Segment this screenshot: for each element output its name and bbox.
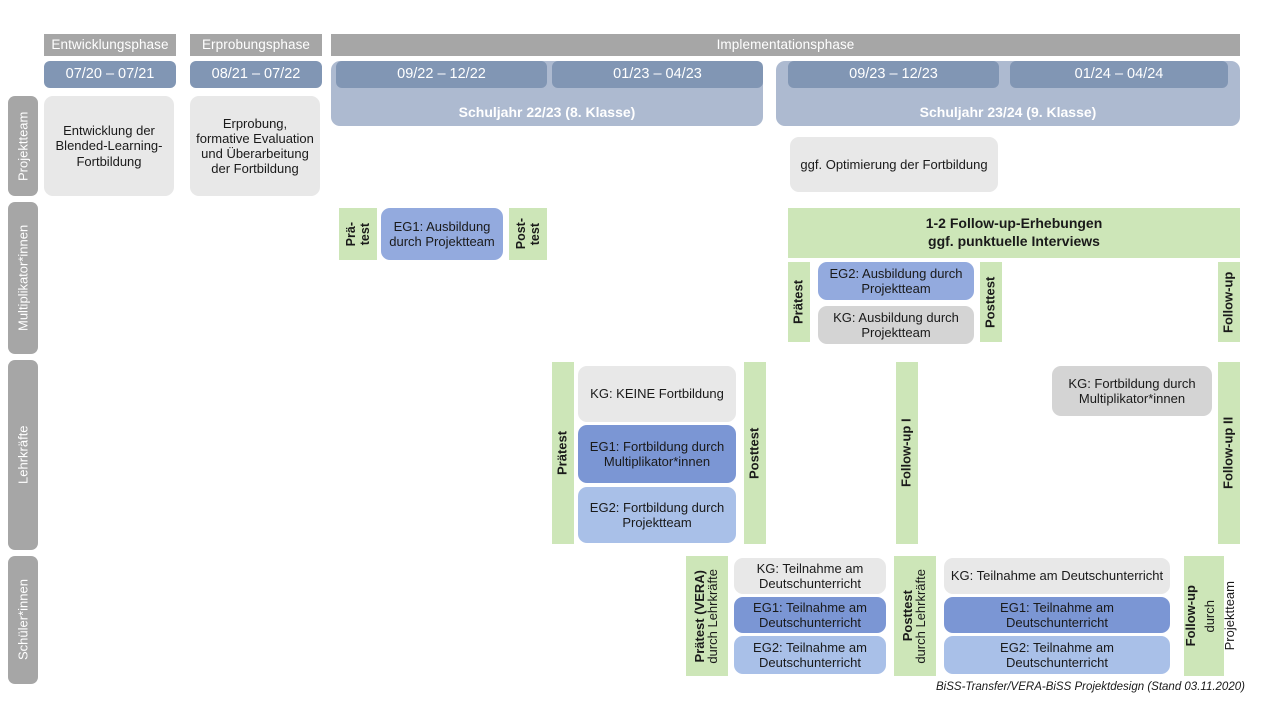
- lehrkraefte-praetest: Prätest: [552, 362, 574, 544]
- schueler-followup-sub2: Projektteam: [1222, 581, 1237, 651]
- period-chip-0923-1223: 09/23 – 12/23: [788, 61, 999, 88]
- projektteam-box-entwicklung: Entwicklung der Blended-Learning-Fortbil…: [44, 96, 174, 196]
- lehrkraefte-box-kg-right: KG: Fortbildung durch Multiplikator*inne…: [1052, 366, 1212, 416]
- period-chip-0123-0423: 01/23 – 04/23: [552, 61, 763, 88]
- praetest-line1: Prä-: [344, 221, 358, 247]
- row-label-projektteam: Projektteam: [8, 96, 38, 196]
- schueler-praetest-sub: durch Lehrkräfte: [705, 568, 720, 664]
- lehrkraefte-posttest: Posttest: [744, 362, 766, 544]
- lehrkraefte-followup-2: Follow-up II: [1218, 362, 1240, 544]
- lehrkraefte-followup-1: Follow-up I: [896, 362, 918, 544]
- schueler-left-box-eg2: EG2: Teilnahme am Deutschunterricht: [734, 636, 886, 674]
- phase-bar-entwicklungsphase: Entwicklungsphase: [44, 34, 176, 56]
- row-label-schuelerinnen: Schüler*innen: [8, 556, 38, 684]
- schueler-left-box-kg: KG: Teilnahme am Deutschunterricht: [734, 558, 886, 594]
- multiplikatoren-posttest-2: Posttest: [980, 262, 1002, 342]
- schueler-right-box-eg2: EG2: Teilnahme am Deutschunterricht: [944, 636, 1170, 674]
- multiplikatoren-followup-2: Follow-up: [1218, 262, 1240, 342]
- row-label-multiplikatorinnen: Multiplikator*innen: [8, 202, 38, 354]
- multiplikatoren-box-kg: KG: Ausbildung durch Projektteam: [818, 306, 974, 344]
- multiplikatoren-praetest-1: Prä- test: [339, 208, 377, 260]
- lehrkraefte-box-eg2: EG2: Fortbildung durch Projektteam: [578, 487, 736, 543]
- schueler-left-box-eg1: EG1: Teilnahme am Deutschunterricht: [734, 597, 886, 633]
- schueler-right-box-kg: KG: Teilnahme am Deutschunterricht: [944, 558, 1170, 594]
- schueler-posttest-sub: durch Lehrkräfte: [913, 568, 928, 664]
- multiplikatoren-posttest-1: Post- test: [509, 208, 547, 260]
- followup-banner-line2: ggf. punktuelle Interviews: [928, 233, 1100, 249]
- schueler-praetest-vera: Prätest (VERA) durch Lehrkräfte: [686, 556, 728, 676]
- schueler-followup-main: Follow-up: [1183, 585, 1198, 647]
- phase-bar-erprobungsphase: Erprobungsphase: [190, 34, 322, 56]
- schueler-posttest: Posttest durch Lehrkräfte: [894, 556, 936, 676]
- row-label-lehrkraefte: Lehrkräfte: [8, 360, 38, 550]
- multiplikatoren-followup-banner: 1-2 Follow-up-Erhebungen ggf. punktuelle…: [788, 208, 1240, 258]
- projektteam-box-erprobung: Erprobung, formative Evaluation und Über…: [190, 96, 320, 196]
- period-chip-0821-0722: 08/21 – 07/22: [190, 61, 322, 88]
- schueler-followup-label: Follow-up durch Projektteam: [1183, 556, 1258, 676]
- lehrkraefte-box-kg: KG: KEINE Fortbildung: [578, 366, 736, 422]
- multiplikatoren-box-eg2: EG2: Ausbildung durch Projektteam: [818, 262, 974, 300]
- posttest-line2: test: [528, 222, 542, 246]
- period-chip-0922-1222: 09/22 – 12/22: [336, 61, 547, 88]
- projektteam-box-optimierung: ggf. Optimierung der Fortbildung: [790, 137, 998, 192]
- period-chip-0720-0721: 07/20 – 07/21: [44, 61, 176, 88]
- posttest-line1: Post-: [514, 218, 528, 250]
- footer-note: BiSS-Transfer/VERA-BiSS Projektdesign (S…: [936, 681, 1245, 693]
- multiplikatoren-box-eg1: EG1: Ausbildung durch Projektteam: [381, 208, 503, 260]
- schueler-followup-strip: [1184, 556, 1224, 676]
- phase-bar-implementationsphase: Implementationsphase: [331, 34, 1240, 56]
- schueler-followup-sub1: durch: [1202, 599, 1217, 633]
- period-chip-0124-0424: 01/24 – 04/24: [1010, 61, 1228, 88]
- schueler-right-box-eg1: EG1: Teilnahme am Deutschunterricht: [944, 597, 1170, 633]
- lehrkraefte-box-eg1: EG1: Fortbildung durch Multiplikator*inn…: [578, 425, 736, 483]
- praetest-line2: test: [358, 222, 372, 246]
- multiplikatoren-praetest-2: Prätest: [788, 262, 810, 342]
- followup-banner-line1: 1-2 Follow-up-Erhebungen: [925, 215, 1103, 232]
